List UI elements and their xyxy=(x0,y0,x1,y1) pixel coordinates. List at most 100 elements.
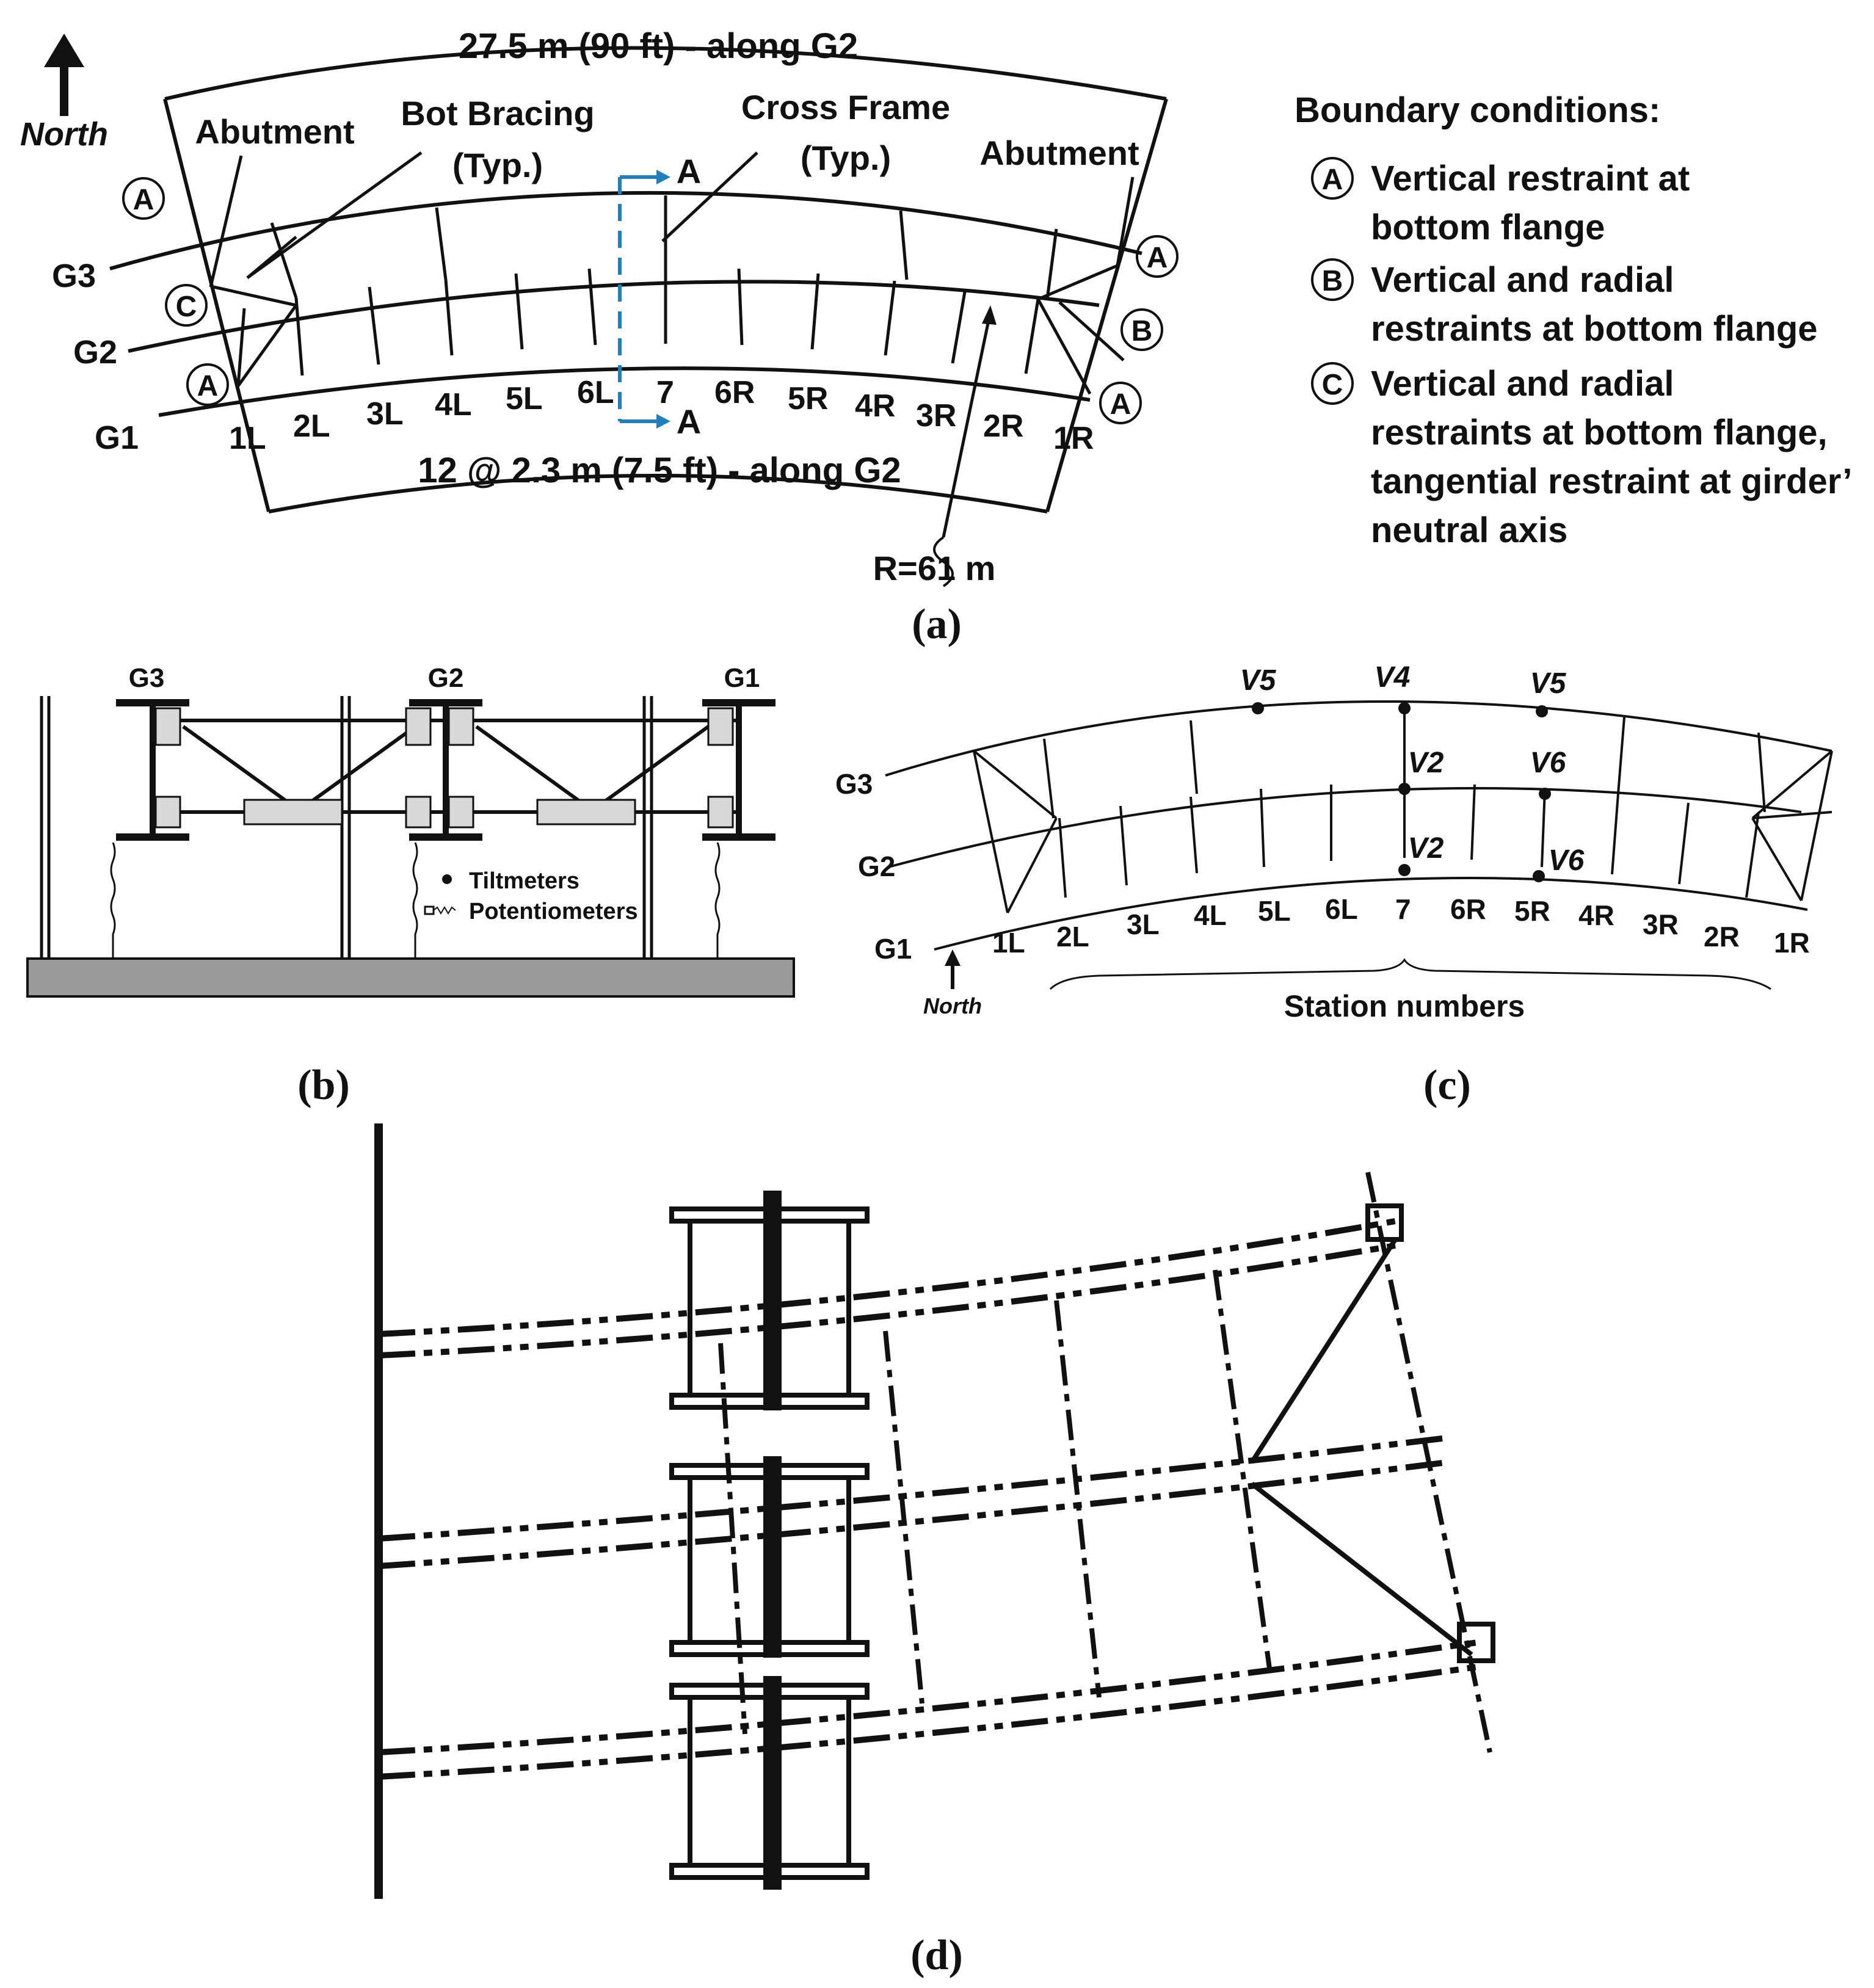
station-label: 4L xyxy=(435,387,472,423)
potentiometer-wires xyxy=(110,842,721,959)
bearing-post xyxy=(763,1676,782,1890)
girder-label-g1: G1 xyxy=(724,663,760,693)
cross-frame-typ: (Typ.) xyxy=(801,139,891,177)
potentiometer-spring-icon xyxy=(433,906,456,915)
girder-g3 xyxy=(109,190,1142,270)
panel-d: (d) xyxy=(374,1123,1495,1979)
girder-label-g3: G3 xyxy=(835,768,873,800)
girder-g2 xyxy=(128,280,1100,353)
station-label: 1R xyxy=(1774,927,1810,959)
support-mark-left-bot: A xyxy=(197,370,219,402)
end-block xyxy=(1365,1203,1404,1242)
north-arrow-icon xyxy=(945,949,961,989)
station-label: 3R xyxy=(916,398,956,434)
north-arrow-icon xyxy=(44,34,84,116)
station-label: 3L xyxy=(1127,909,1160,940)
boundary-mark: B xyxy=(1322,265,1343,297)
north-label: North xyxy=(923,993,982,1018)
north-label: North xyxy=(20,116,108,153)
station-label: 5L xyxy=(1258,895,1291,927)
legend-tiltmeters: Tiltmeters xyxy=(469,868,579,894)
tiltmeter-dot-icon xyxy=(442,874,452,884)
marker-v5-left: V5 xyxy=(1240,664,1277,697)
boundary-mark: A xyxy=(1322,164,1343,196)
boundary-text: restraints at bottom flange, xyxy=(1371,413,1828,452)
marker-v2-g2: V2 xyxy=(1408,747,1444,779)
support-mark-left-mid: C xyxy=(176,291,197,323)
station-label: 7 xyxy=(1395,893,1411,925)
boundary-title: Boundary conditions: xyxy=(1295,90,1660,130)
potentiometer-icon xyxy=(424,905,435,915)
girder-label-g1: G1 xyxy=(95,419,139,456)
boundary-legend: A Vertical restraint at bottom flange B … xyxy=(1311,157,1853,550)
boundary-text: tangential restraint at girder’ xyxy=(1371,462,1853,501)
cross-frame-bracing xyxy=(156,719,736,814)
station-label: 5R xyxy=(1514,895,1550,927)
station-label: 2R xyxy=(1704,921,1740,952)
marker-v4: V4 xyxy=(1375,661,1411,694)
left-radial-edge xyxy=(163,98,271,512)
station-label: 6L xyxy=(577,375,614,410)
panel-b: G3 G2 G1 Tiltmeters Potentiometers (b) xyxy=(26,663,795,1109)
boundary-text: neutral axis xyxy=(1371,510,1567,550)
station-label: 6R xyxy=(714,375,755,410)
circle-mark-icon xyxy=(1311,157,1354,200)
support-mark-right-mid: B xyxy=(1131,315,1153,347)
sensor-dots xyxy=(1252,702,1551,882)
station-label: 1R xyxy=(1053,421,1094,456)
caption-a: (a) xyxy=(912,601,962,648)
right-radial-edge xyxy=(1045,98,1168,512)
girder-label-g2: G2 xyxy=(428,663,464,693)
station-label: 5L xyxy=(506,381,543,416)
top-dimension: 27.5 m (90 ft) - along G2 xyxy=(459,26,858,66)
bottom-arc xyxy=(268,474,1048,513)
boundary-text: Vertical restraint at xyxy=(1371,159,1690,198)
circle-mark-icon xyxy=(186,363,229,406)
marker-v2-g1: V2 xyxy=(1408,832,1444,865)
station-label: 5R xyxy=(788,381,828,416)
circle-mark-icon xyxy=(1099,382,1142,424)
caption-c: (c) xyxy=(1423,1062,1471,1109)
station-labels-a: 1L 2L 3L 4L 5L 6L 7 6R 5R 4R 3R 2R 1R xyxy=(229,375,1094,456)
section-mark-bottom: A xyxy=(677,402,701,441)
support-mark-right-top: A xyxy=(1147,242,1168,274)
circle-mark-icon xyxy=(1311,258,1354,301)
cross-frames xyxy=(973,708,1833,913)
radius-arrowhead-icon xyxy=(982,305,997,325)
boundary-text: bottom flange xyxy=(1371,208,1605,247)
station-label: 2L xyxy=(293,408,330,444)
bearing-post xyxy=(763,1191,782,1410)
leader-lines xyxy=(209,151,1135,538)
station-label: 3L xyxy=(366,396,404,432)
station-label: 1L xyxy=(992,927,1025,959)
girder-g1 xyxy=(158,366,1091,417)
caption-b: (b) xyxy=(297,1062,350,1109)
panel-c: V5 V4 V5 V2 V6 V2 V6 G3 G2 G1 1L 2L 3L 4… xyxy=(835,661,1833,1109)
bearing-post xyxy=(763,1456,782,1658)
abutment-left-label: Abutment xyxy=(195,112,354,151)
station-label: 6L xyxy=(1325,893,1358,925)
girder-label-g2: G2 xyxy=(858,851,895,882)
top-arc xyxy=(164,46,1167,101)
radius-break-icon xyxy=(933,536,954,587)
station-label: 4L xyxy=(1194,899,1227,931)
support-marks: A C A A B A xyxy=(122,177,1179,424)
station-label: 3R xyxy=(1643,909,1679,940)
girder-label-g2: G2 xyxy=(73,334,117,371)
cross-frames xyxy=(213,195,1125,395)
legend-potentiometers: Potentiometers xyxy=(469,899,638,924)
bot-bracing-typ: (Typ.) xyxy=(452,146,543,184)
panel-a: North 27.5 m (90 ft) - along G2 12 @ 2.3… xyxy=(20,26,1853,648)
support-mark-left-top: A xyxy=(133,184,154,216)
girder-label-g3: G3 xyxy=(52,258,96,294)
gusset-plates xyxy=(154,707,734,829)
bottom-dimension: 12 @ 2.3 m (7.5 ft) - along G2 xyxy=(418,451,901,490)
station-label: 1L xyxy=(229,421,266,456)
boundary-text: Vertical and radial xyxy=(1371,364,1674,404)
station-label: 7 xyxy=(656,375,674,410)
station-label: 2R xyxy=(983,408,1023,444)
station-numbers-label: Station numbers xyxy=(1284,989,1525,1023)
station-label: 4R xyxy=(1578,899,1614,931)
girder-dashed-outlines xyxy=(378,1218,1478,1780)
